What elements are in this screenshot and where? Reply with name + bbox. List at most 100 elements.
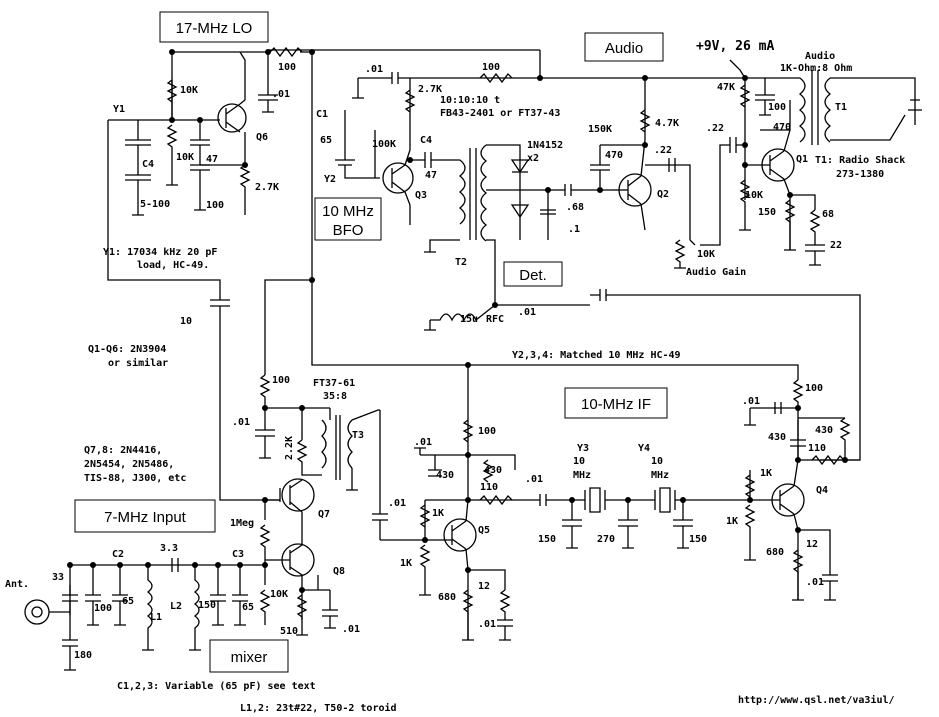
resistor-10k-a: [166, 79, 178, 103]
label-c100-c: 100: [94, 603, 112, 614]
label-y1: Y1: [113, 104, 125, 115]
label-y2: Y2: [324, 174, 336, 185]
label-r680-a: 680: [438, 592, 456, 603]
label-r27k-a: 2.7K: [255, 182, 279, 193]
component-labels: Y1 C4 10K 10K Q6 47 100 2.7K 5-100 100 .…: [5, 62, 847, 661]
block-if-box: [564, 387, 668, 419]
label-c430-a: 430: [436, 470, 454, 481]
label-c01-b: .01: [365, 64, 383, 75]
label-r10k-e: 10K: [270, 589, 288, 600]
label-q8: Q8: [333, 566, 345, 577]
label-r47k-a: 4.7K: [655, 118, 679, 129]
label-c4-bfo: C4: [420, 135, 432, 146]
label-c12-a: 12: [478, 581, 490, 592]
label-r470: 470: [773, 122, 791, 133]
note-url: http://www.qsl.net/va3iul/: [738, 694, 895, 706]
label-y3: Y3: [577, 443, 589, 454]
note-t2-1: 10:10:10 t: [440, 95, 500, 106]
label-y4: Y4: [638, 443, 650, 454]
label-q6: Q6: [256, 132, 268, 143]
label-audio-gain: Audio Gain: [686, 266, 746, 278]
label-l1: L1: [150, 612, 162, 623]
label-c22uf: 22: [830, 240, 842, 251]
transistor-q6-body: [217, 103, 247, 133]
label-t3: T3: [352, 430, 364, 441]
note-crystals: Y2,3,4: Matched 10 MHz HC-49: [512, 350, 681, 361]
label-q1: Q1: [796, 154, 808, 165]
label-q5: Q5: [478, 525, 490, 536]
resistor-100-lo: [269, 46, 303, 58]
label-r10k-c: 10K: [697, 249, 715, 260]
block-audio-label: Audio: [605, 40, 643, 57]
label-r10k-d: 10K: [745, 190, 763, 201]
block-bfo-label-2: BFO: [333, 222, 364, 239]
label-r430-b: 430: [815, 425, 833, 436]
note-q78-2: 2N5454, 2N5486,: [84, 459, 174, 470]
label-r27k-b: 2.7K: [418, 84, 442, 95]
label-c150-c: 150: [198, 600, 216, 611]
label-r100-a: 100: [278, 62, 296, 73]
label-r100k: 100K: [372, 139, 396, 150]
note-t1-2: 273-1380: [836, 169, 884, 180]
label-r1k-a: 1K: [432, 508, 444, 519]
block-bfo-label-1: 10 MHz: [322, 203, 374, 220]
label-t2: T2: [455, 257, 467, 268]
label-q7: Q7: [318, 509, 330, 520]
label-r22k: 2.2K: [284, 436, 295, 460]
label-c01-k: .01: [388, 498, 406, 509]
label-c430-b: 430: [768, 432, 786, 443]
label-r1k-d: 1K: [726, 516, 738, 527]
label-c33b: 3.3: [160, 543, 178, 554]
label-r150: 150: [758, 207, 776, 218]
label-c270: 270: [597, 534, 615, 545]
label-c01-h: .01: [742, 396, 760, 407]
label-y3-f2: MHz: [573, 470, 591, 481]
block-bfo-box: [314, 197, 382, 241]
supply-label: +9V, 26 mA: [696, 39, 774, 54]
label-r110-b: 110: [808, 443, 826, 454]
note-t2-2: FB43-2401 or FT37-43: [440, 108, 560, 119]
label-l2: L2: [170, 601, 182, 612]
label-c22-a: .22: [654, 145, 672, 156]
label-d1x: x2: [527, 153, 539, 164]
note-t3-1: FT37-61: [313, 378, 355, 389]
label-t1: T1: [835, 102, 847, 113]
label-c01-j: .01: [342, 624, 360, 635]
label-c01-a: .01: [272, 89, 290, 100]
transistor-q3-body: [382, 162, 414, 194]
transistor-q5-body: [443, 518, 477, 552]
label-c65-b: 65: [122, 596, 134, 607]
label-c65-c: 65: [242, 602, 254, 613]
label-q4: Q4: [816, 485, 828, 496]
label-c01-g: .01: [478, 619, 496, 630]
label-c33: 33: [52, 572, 64, 583]
label-q3: Q3: [415, 190, 427, 201]
label-c01-i: .01: [806, 577, 824, 588]
label-l15u: 15u: [460, 314, 478, 325]
label-c1uf: .1: [568, 224, 580, 235]
resistor-100-mix: [259, 374, 330, 409]
transistor-q7-body: [281, 478, 315, 512]
label-r1k-b: 1K: [400, 558, 412, 569]
label-c150-a: 150: [538, 534, 556, 545]
label-y3-f1: 10: [573, 456, 585, 467]
label-c12-b: 12: [806, 539, 818, 550]
note-audio-xfmr-2: 1K-Ohm:8 Ohm: [780, 63, 852, 74]
label-c65-a: 65: [320, 135, 332, 146]
block-mixer-box: [209, 639, 289, 673]
block-audio-box: [584, 32, 664, 62]
label-r110-a: 110: [480, 482, 498, 493]
label-c180: 180: [74, 650, 92, 661]
note-q1q6-2: or similar: [108, 357, 168, 369]
label-rmeg: 1Meg: [230, 518, 254, 529]
label-r100-b: 100: [482, 62, 500, 73]
resistor-27k-a: [239, 164, 251, 215]
block-if-label: 10-MHz IF: [581, 396, 651, 413]
label-c100-b: 100: [768, 102, 786, 113]
note-audio-xfmr-1: Audio: [805, 50, 835, 62]
label-ant: Ant.: [5, 579, 29, 590]
label-r430-a: 430: [484, 465, 502, 476]
label-c470-a: 470: [605, 150, 623, 161]
label-c100-a: 100: [206, 200, 224, 211]
